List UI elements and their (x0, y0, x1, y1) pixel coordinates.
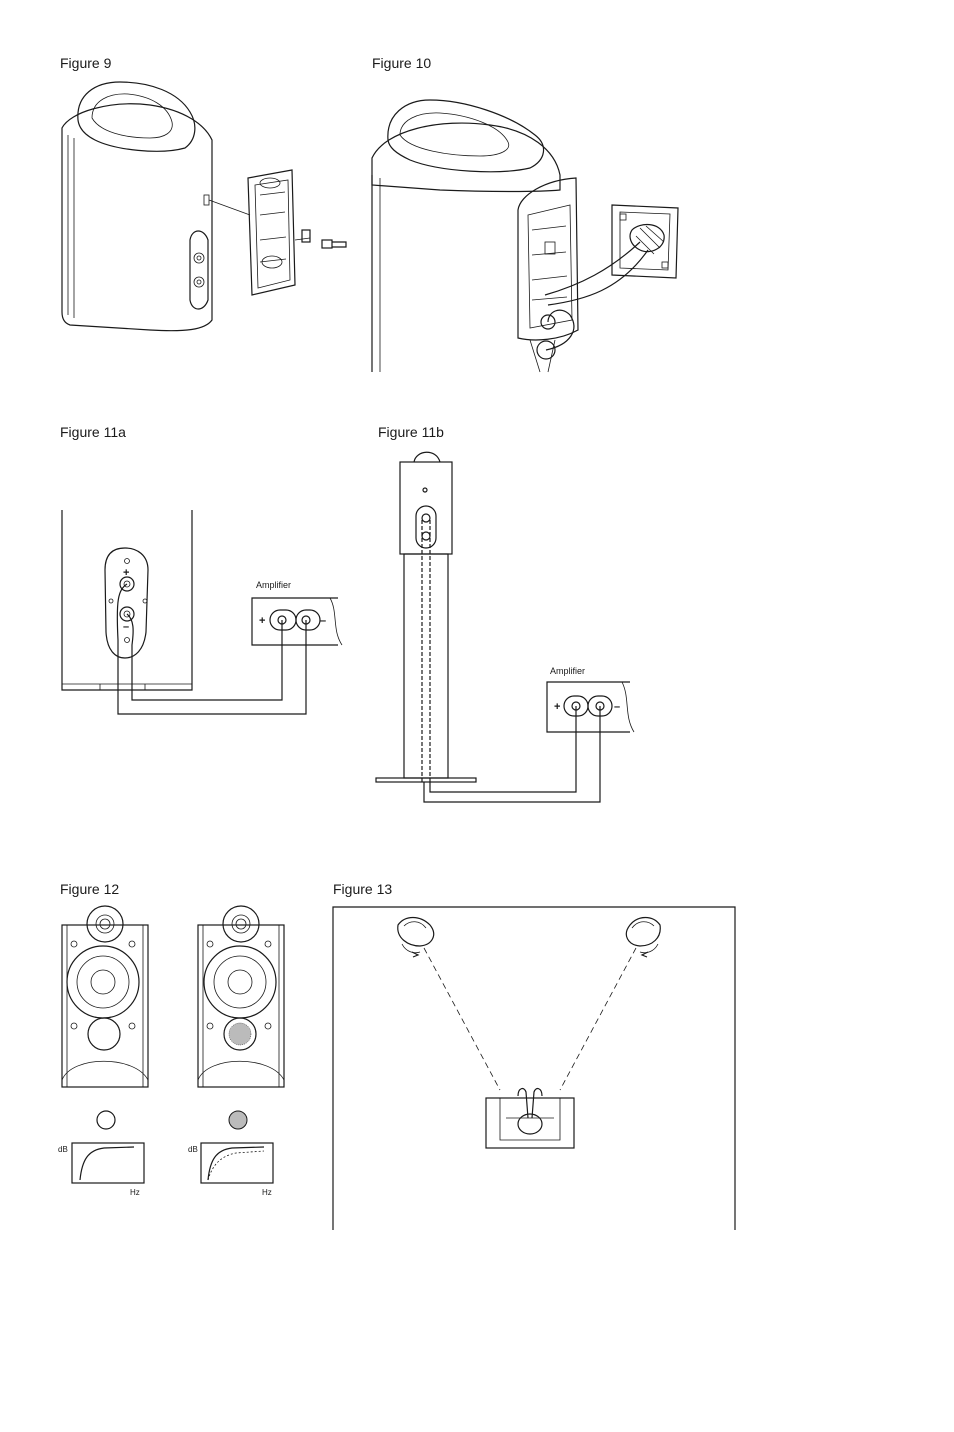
terminal-plus-label: + (123, 567, 129, 579)
figure-13-caption: Figure 13 (333, 881, 393, 897)
fig11b-amplifier-label: Amplifier (550, 666, 585, 676)
fig11b-amplifier-plus: + (554, 701, 560, 713)
figure-12-illustration: dB Hz dB Hz (58, 905, 285, 1197)
fig11a-amplifier-minus: – (320, 615, 326, 627)
figure-9-caption: Figure 9 (60, 55, 112, 71)
figure-11b-illustration: Amplifier + – (375, 451, 635, 803)
fig12-right-graph-xlabel: Hz (262, 1188, 272, 1197)
fig12-right-graph-ylabel: dB (188, 1145, 198, 1154)
fig12-left-graph-ylabel: dB (58, 1145, 68, 1154)
figure-9-illustration (61, 81, 347, 332)
figure-11a-caption: Figure 11a (60, 424, 126, 440)
fig11a-amplifier-label: Amplifier (256, 580, 291, 590)
fig11b-amplifier-minus: – (614, 701, 620, 713)
fig12-left-graph-xlabel: Hz (130, 1188, 140, 1197)
figure-12-caption: Figure 12 (60, 881, 120, 897)
figure-11b-caption: Figure 11b (378, 424, 444, 440)
figure-10-caption: Figure 10 (372, 55, 432, 71)
terminal-minus-label: – (123, 621, 129, 633)
figure-11a-illustration: + – Amplifier + – (61, 510, 343, 715)
figure-10-illustration (371, 99, 679, 373)
fig11a-amplifier-plus: + (259, 615, 265, 627)
figure-13-illustration (332, 906, 736, 1230)
